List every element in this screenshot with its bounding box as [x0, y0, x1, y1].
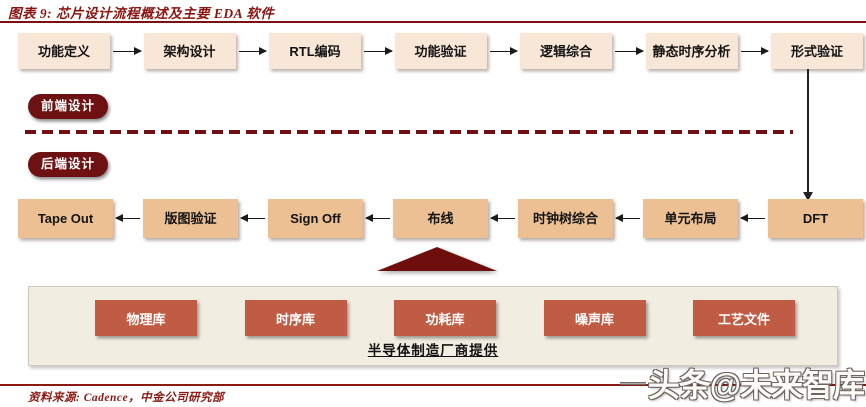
arrow-right-icon: [238, 46, 267, 55]
arrow-left-icon: [490, 214, 515, 223]
arrow-left-icon: [615, 214, 640, 223]
front-design-badge: 前端设计: [28, 94, 109, 119]
title-divider: [0, 21, 866, 23]
front-step-box: 静态时序分析: [645, 33, 738, 69]
arrow-left-icon: [365, 214, 390, 223]
back-design-flow-row: Tape Out 版图验证 Sign Off 布线 时钟树综合 单元布局 DFT: [18, 199, 863, 238]
back-step-box: 版图验证: [143, 199, 238, 238]
library-row: 物理库 时序库 功耗库 噪声库 工艺文件: [29, 287, 837, 336]
library-box: 噪声库: [543, 300, 646, 336]
back-step-box: 时钟树综合: [518, 199, 613, 238]
back-step-box: 布线: [393, 199, 488, 238]
arrow-right-icon: [615, 46, 643, 55]
arrow-right-icon: [489, 46, 518, 55]
back-design-badge: 后端设计: [28, 152, 109, 177]
arrow-left-icon: [240, 214, 265, 223]
library-box: 工艺文件: [693, 300, 795, 336]
watermark-dash-icon: [619, 381, 646, 385]
front-step-box: 架构设计: [143, 33, 236, 69]
front-back-dashed-divider: [25, 130, 793, 134]
front-step-box: 形式验证: [771, 33, 863, 69]
arrow-left-icon: [740, 214, 765, 223]
front-step-box: 逻辑综合: [520, 33, 612, 69]
source-note: 资料来源: Cadence，中金公司研究部: [28, 392, 225, 404]
arrow-left-icon: [115, 214, 140, 223]
footer-divider: [0, 384, 866, 386]
watermark-text: 头条@未来智库: [647, 367, 865, 403]
provider-panel: 物理库 时序库 功耗库 噪声库 工艺文件 半导体制造厂商提供: [28, 286, 838, 366]
provider-caption: 半导体制造厂商提供: [367, 343, 499, 358]
pointer-triangle-icon: [377, 247, 497, 271]
back-step-box: 单元布局: [643, 199, 738, 238]
front-step-box: RTL编码: [269, 33, 361, 69]
arrow-right-icon: [740, 46, 769, 55]
library-box: 功耗库: [394, 300, 496, 336]
back-step-box: DFT: [768, 199, 863, 238]
figure-title: 图表 9: 芯片设计流程概述及主要 EDA 软件: [8, 6, 275, 21]
arrow-right-icon: [364, 46, 392, 55]
back-step-box: Sign Off: [268, 199, 363, 238]
front-step-box: 功能验证: [394, 33, 487, 69]
front-step-box: 功能定义: [18, 33, 110, 69]
arrow-right-icon: [113, 46, 141, 55]
watermark: 头条@未来智库: [619, 360, 865, 406]
library-box: 时序库: [244, 300, 347, 336]
front-design-flow-row: 功能定义 架构设计 RTL编码 功能验证 逻辑综合 静态时序分析 形式验证: [18, 33, 863, 69]
library-box: 物理库: [95, 300, 197, 336]
back-step-box: Tape Out: [18, 199, 113, 238]
front-to-back-arrow-icon: [803, 69, 813, 201]
